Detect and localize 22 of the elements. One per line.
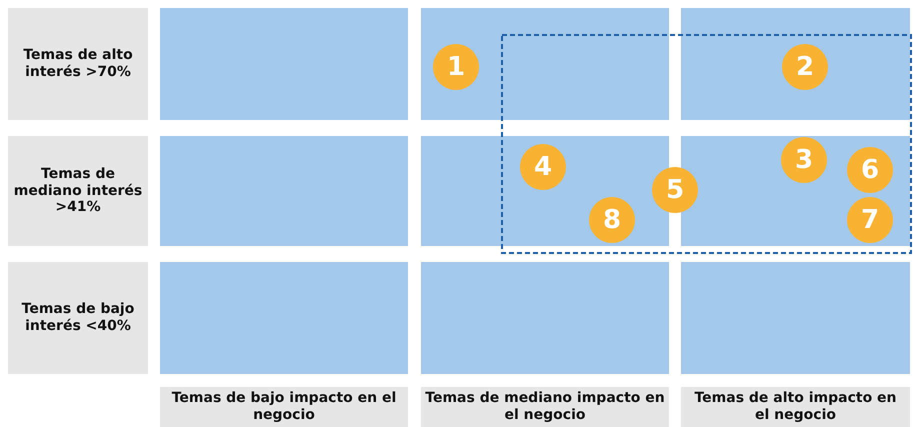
matrix-cell	[681, 8, 910, 120]
numbered-circle: 3	[781, 137, 827, 183]
axis-label: Temas de bajo interés <40%	[8, 262, 148, 374]
matrix-cell	[160, 136, 408, 246]
axis-label: Temas de mediano impacto en el negocio	[421, 387, 669, 427]
numbered-circle: 8	[589, 197, 635, 243]
matrix-cell	[421, 8, 669, 120]
axis-label: Temas de bajo impacto en el negocio	[160, 387, 408, 427]
numbered-circle: 2	[782, 44, 828, 90]
matrix-cell	[681, 262, 910, 374]
axis-label: Temas de alto interés >70%	[8, 8, 148, 120]
numbered-circle: 4	[520, 144, 566, 190]
matrix-cell	[160, 8, 408, 120]
numbered-circle: 7	[847, 197, 893, 243]
axis-label: Temas de mediano interés >41%	[8, 136, 148, 246]
matrix-cell	[421, 262, 669, 374]
numbered-circle: 6	[847, 147, 893, 193]
matrix-cell	[160, 262, 408, 374]
axis-label: Temas de alto impacto en el negocio	[681, 387, 910, 427]
numbered-circle: 1	[433, 44, 479, 90]
matrix-cell	[681, 136, 910, 246]
matrix-cell	[421, 136, 669, 246]
